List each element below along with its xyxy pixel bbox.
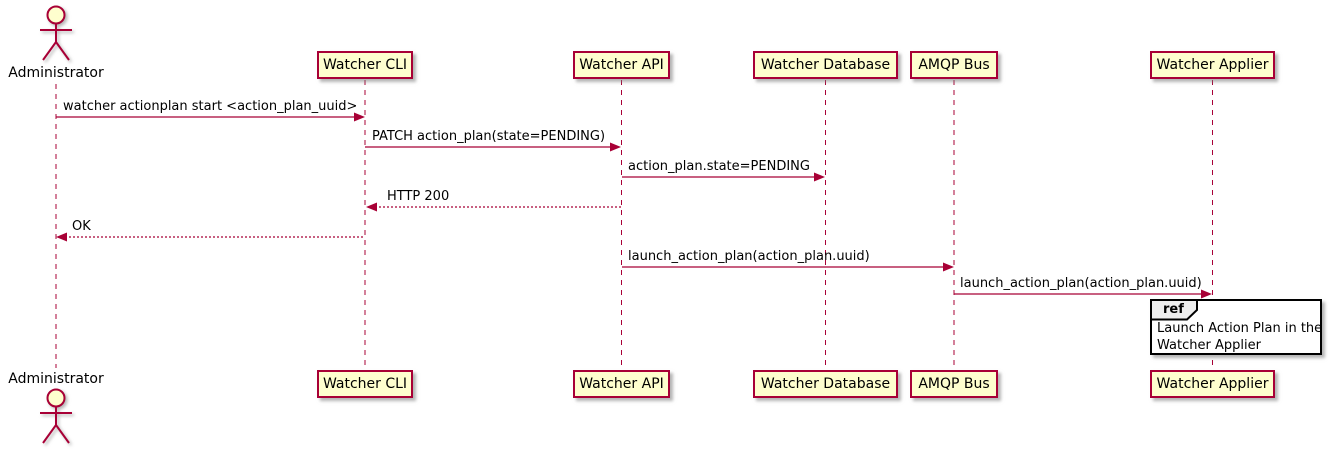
message-label-2: PATCH action_plan(state=PENDING)	[372, 129, 606, 144]
participant-top-watcher-cli: Watcher CLI	[317, 51, 413, 79]
message-label-1: watcher actionplan start <action_plan_uu…	[63, 99, 358, 114]
actor-icon-top	[40, 5, 72, 61]
ref-fragment: ref Launch Action Plan in the Watcher Ap…	[1150, 299, 1322, 355]
message-label-7: launch_action_plan(action_plan.uuid)	[960, 276, 1202, 291]
ref-text-line-1: Launch Action Plan in the	[1157, 321, 1323, 336]
message-label-3: action_plan.state=PENDING	[628, 159, 810, 174]
participant-bottom-watcher-applier: Watcher Applier	[1150, 370, 1275, 398]
message-label-6: launch_action_plan(action_plan.uuid)	[628, 249, 870, 264]
participant-top-watcher-applier: Watcher Applier	[1150, 51, 1275, 79]
ref-text-line-2: Watcher Applier	[1157, 338, 1261, 353]
participant-top-watcher-api: Watcher API	[573, 51, 670, 79]
ref-fragment-text: Launch Action Plan in the Watcher Applie…	[1157, 320, 1322, 354]
actor-name-top: Administrator	[8, 65, 104, 81]
message-label-4: HTTP 200	[387, 189, 450, 204]
ref-tab-shape	[1150, 299, 1198, 321]
participant-bottom-watcher-database: Watcher Database	[753, 370, 898, 398]
message-label-5: OK	[72, 219, 91, 234]
actor-name-bottom: Administrator	[8, 371, 104, 387]
ref-keyword: ref	[1163, 302, 1184, 317]
participant-top-amqp-bus: AMQP Bus	[910, 51, 998, 79]
message-arrow-5	[56, 232, 365, 242]
participant-bottom-watcher-cli: Watcher CLI	[317, 370, 413, 398]
actor-icon-bottom	[40, 388, 72, 444]
participant-bottom-watcher-api: Watcher API	[573, 370, 670, 398]
participant-top-watcher-database: Watcher Database	[753, 51, 898, 79]
participant-bottom-amqp-bus: AMQP Bus	[910, 370, 998, 398]
